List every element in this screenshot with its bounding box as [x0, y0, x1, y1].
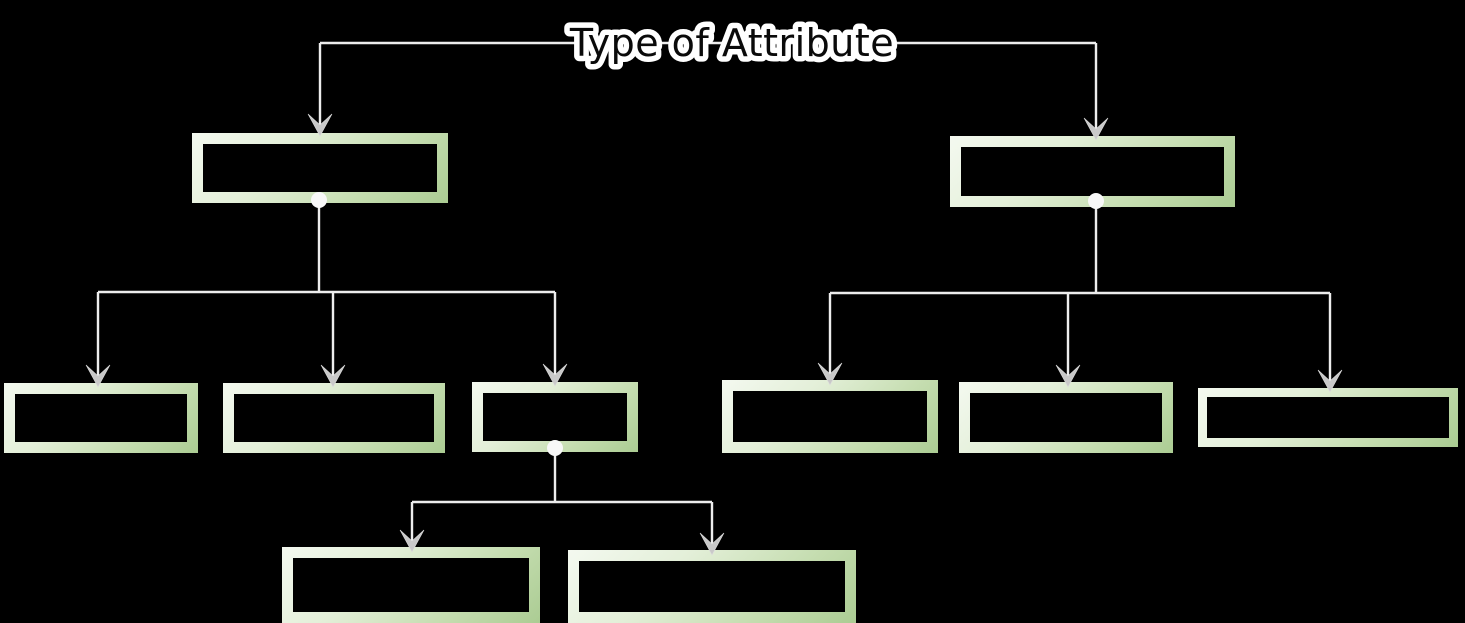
node-fill — [970, 393, 1162, 442]
node-fill — [579, 561, 845, 612]
node-fill — [483, 393, 627, 441]
node-right-child-1[interactable] — [722, 380, 938, 453]
node-fill — [293, 558, 529, 612]
node-fill — [15, 394, 187, 442]
node-left-child-1[interactable] — [4, 383, 198, 453]
node-right-child-3[interactable] — [1198, 388, 1458, 447]
node-left-child-3[interactable] — [472, 382, 638, 452]
node-right-branch[interactable] — [950, 136, 1235, 207]
node-fill — [961, 147, 1224, 196]
diagram-title: Type of Attribute — [569, 21, 894, 65]
node-fill — [1207, 397, 1449, 438]
node-right-child-2[interactable] — [959, 382, 1173, 453]
node-left-child-2[interactable] — [223, 383, 445, 453]
node-fill — [203, 144, 437, 192]
node-left-branch[interactable] — [192, 133, 448, 203]
node-left-grandchild-2[interactable] — [568, 550, 856, 623]
node-fill — [234, 394, 434, 442]
node-fill — [733, 391, 927, 442]
node-left-grandchild-1[interactable] — [282, 547, 540, 623]
